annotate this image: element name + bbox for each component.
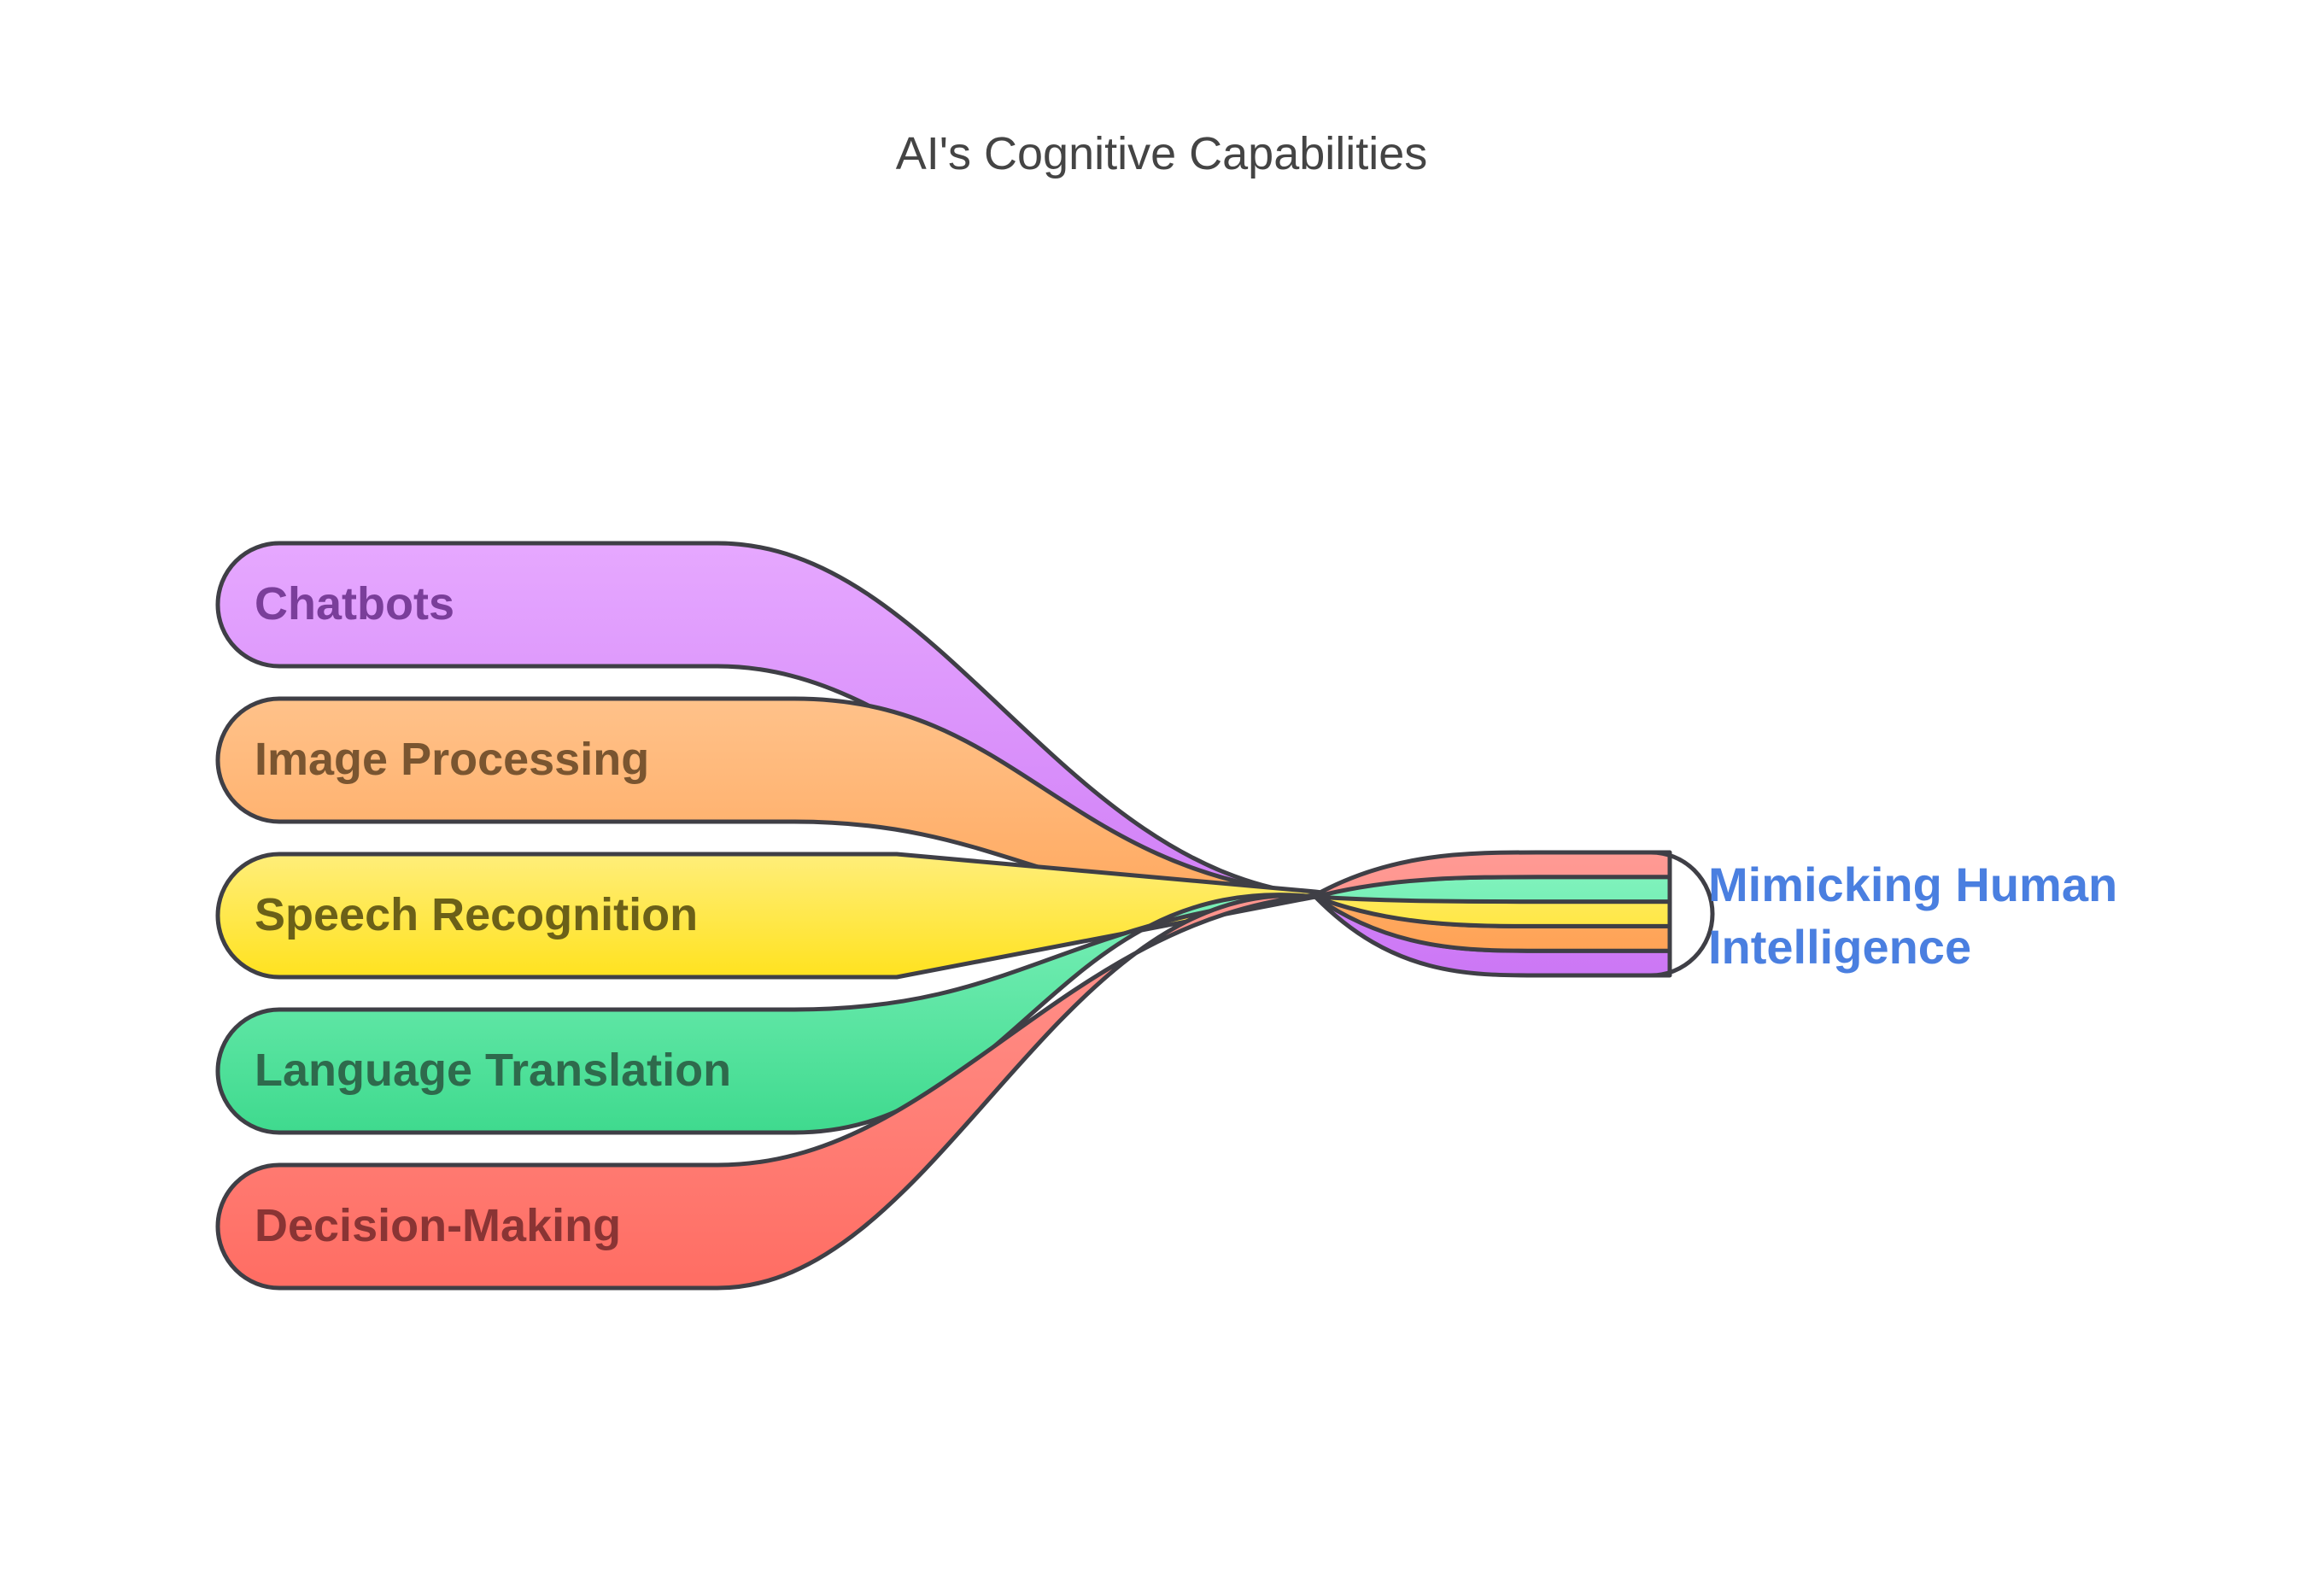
diagram-title: AI's Cognitive Capabilities: [896, 128, 1428, 179]
band-chatbots: [215, 541, 1672, 978]
label-speech-recognition: Speech Recognition: [255, 889, 698, 940]
target-label-line1: Mimicking Human: [1708, 858, 2117, 911]
target-label-line2: Intelligence: [1708, 920, 1971, 974]
bundle-cap-outline: [1650, 850, 1715, 978]
band-decision-making: [215, 850, 1672, 1291]
band-image-processing: [215, 696, 1672, 953]
label-chatbots: Chatbots: [255, 578, 454, 629]
label-decision-making: Decision-Making: [255, 1200, 621, 1251]
label-image-processing: Image Processing: [255, 734, 649, 785]
label-language-translation: Language Translation: [255, 1045, 731, 1096]
band-language-translation: [215, 875, 1672, 1135]
